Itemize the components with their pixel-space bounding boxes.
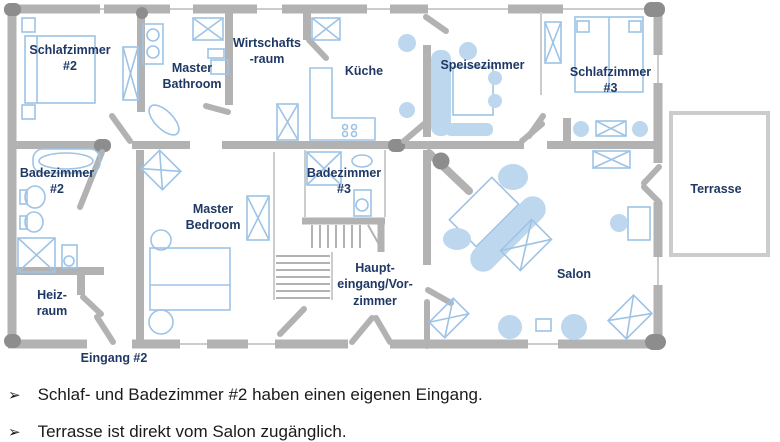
room-label-terrasse: Terrasse [690,182,742,196]
furniture-schlafzimmer-3 [544,16,648,137]
note-text: Schlaf- und Badezimmer #2 haben einen ei… [37,385,483,404]
floor-plan: Schlafzimmer #2 Master Bathroom Wirtscha… [4,2,770,365]
room-label-badezimmer-3: Badezimmer #3 [306,166,382,197]
terrace-outline [669,111,770,257]
exterior-walls [7,4,663,349]
furniture-badezimmer-3 [306,151,373,217]
room-label-kueche: Küche [344,64,384,78]
room-label-salon: Salon [556,267,592,281]
room-label-badezimmer-2: Badezimmer #2 [19,166,95,197]
bullet-arrow-icon: ➢ [8,423,21,441]
wall-caps [4,2,666,350]
note-item: ➢ Terrasse ist direkt vom Salon zugängli… [8,422,347,442]
room-label-eingang-2: Eingang #2 [80,351,148,365]
room-label-haupteingang: Haupt- eingang/Vor- zimmer [337,261,413,308]
note-text: Terrasse ist direkt vom Salon zugänglich… [37,422,347,441]
room-label-schlafzimmer-3: Schlafzimmer #3 [569,65,652,96]
bullet-arrow-icon: ➢ [8,386,21,404]
furniture-master-bedroom [140,149,270,335]
furniture-speisezimmer [398,34,502,136]
note-item: ➢ Schlaf- und Badezimmer #2 haben einen … [8,385,483,405]
interior-walls [12,9,654,340]
furniture-master-bathroom [142,17,229,136]
furniture-badezimmer-2 [17,148,101,273]
room-label-heizraum: Heiz- raum [36,288,68,319]
furniture-kueche [276,17,376,141]
stairs-icon [276,217,385,299]
room-label-master-bedroom: Master Bedroom [185,202,241,233]
room-label-schlafzimmer-2: Schlafzimmer #2 [29,43,111,74]
furniture-schlafzimmer-2 [21,17,139,120]
furniture-salon [428,150,654,341]
room-label-speisezimmer: Speisezimmer [440,58,525,72]
doors [77,14,662,349]
floor-plan-drawing [4,2,770,350]
room-label-wirtschaftsraum: Wirtschafts -raum [233,36,301,67]
room-label-master-bathroom: Master Bathroom [162,61,222,92]
